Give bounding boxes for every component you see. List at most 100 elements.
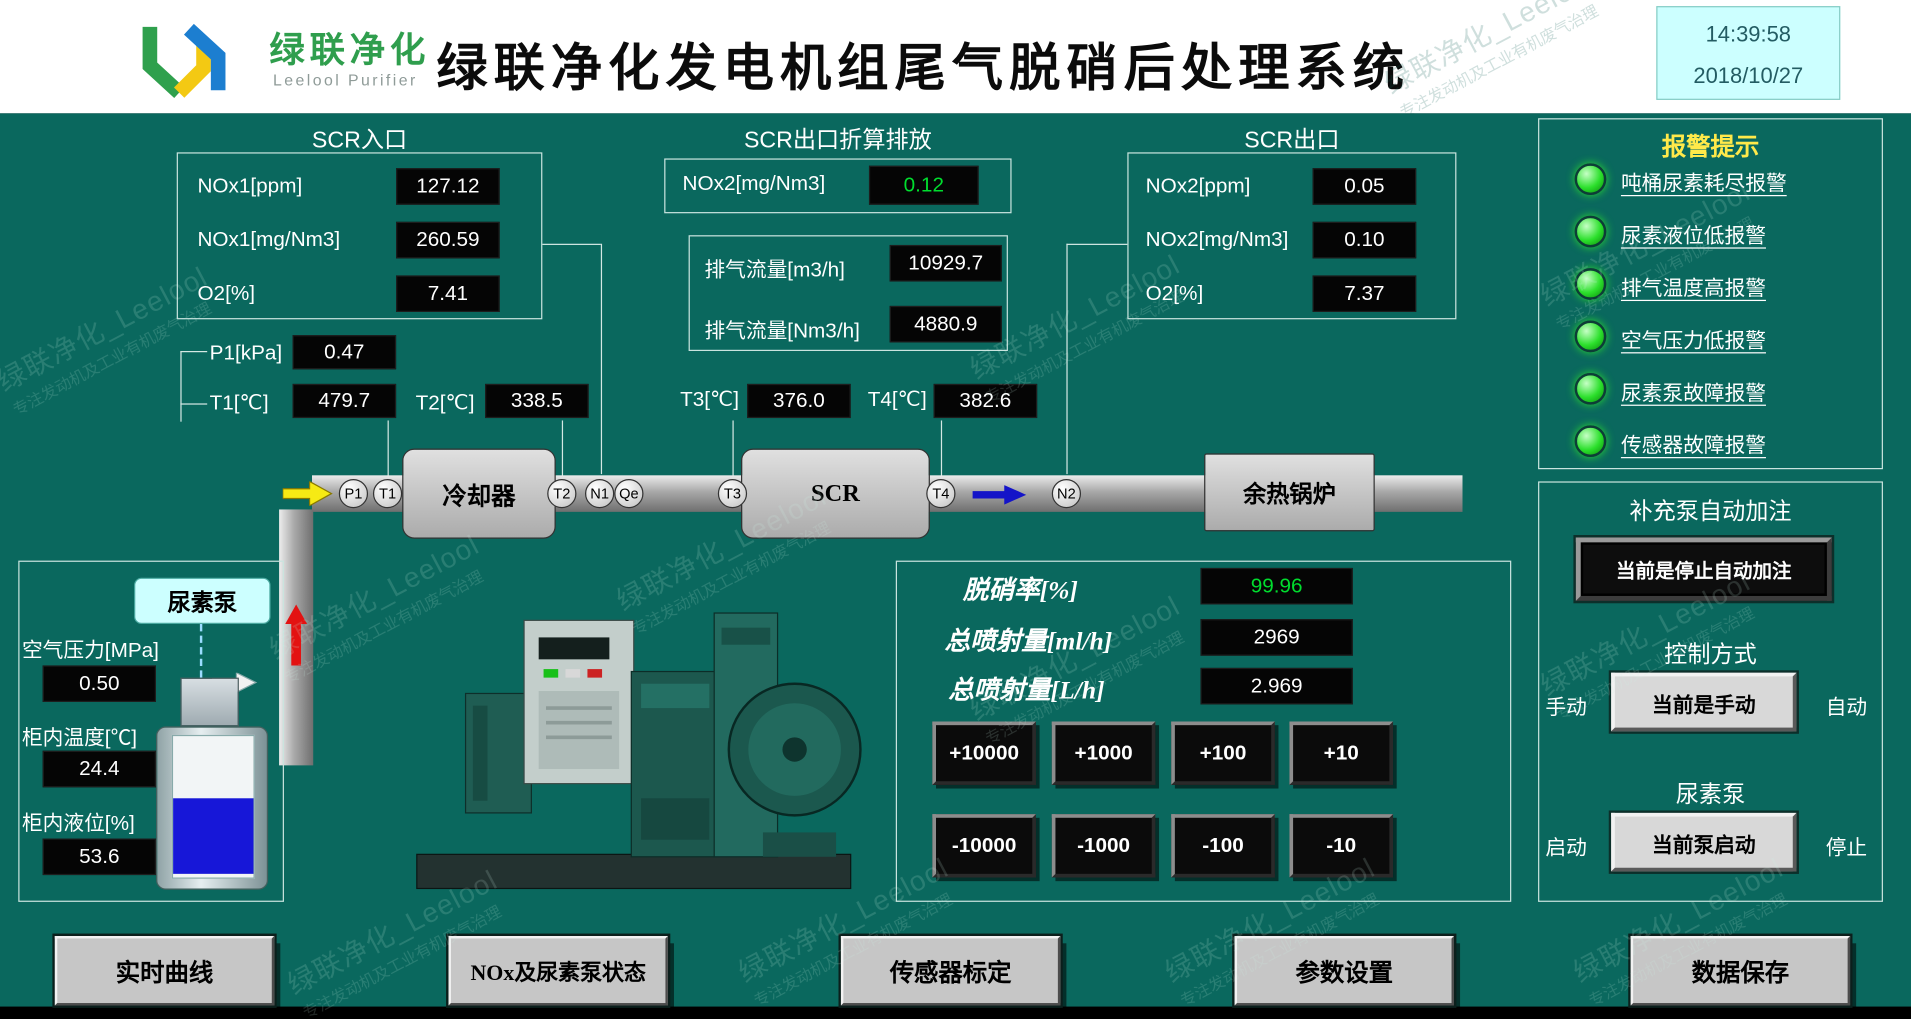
- sensor-tag-qe: Qe: [614, 478, 644, 509]
- nav-sensor-calibration-button[interactable]: 传感器标定: [840, 936, 1061, 1006]
- urea-pump-graphic: [180, 677, 239, 727]
- adjust-minus-10000-button[interactable]: -10000: [932, 814, 1036, 878]
- scr-outlet-row-value: 0.10: [1312, 221, 1417, 259]
- scr-inlet-title: SCR入口: [311, 127, 408, 154]
- adjust-minus-1000-button[interactable]: -1000: [1051, 814, 1156, 878]
- adjust-minus-100-button[interactable]: -100: [1171, 814, 1275, 878]
- mode-auto-label: 自动: [1825, 695, 1868, 720]
- scr-outlet-conv-nox-value: 0.12: [868, 165, 979, 205]
- t1-value: 479.7: [292, 383, 397, 419]
- scr-outlet-conv-nox-panel: [664, 158, 1012, 214]
- sensor-tag-t3: T3: [717, 478, 748, 509]
- adjust-plus-10-button[interactable]: +10: [1289, 721, 1394, 785]
- cooler-unit: 冷却器: [402, 448, 556, 539]
- scr-outlet-row-value: 0.05: [1312, 168, 1417, 205]
- scr-inlet-row-label: O2[%]: [197, 281, 256, 305]
- exhaust-flow-panel: [688, 235, 1008, 351]
- nav-data-save-button[interactable]: 数据保存: [1630, 936, 1851, 1006]
- injection-panel: [895, 560, 1512, 902]
- clock-panel: 14:39:58 2018/10/27: [1656, 6, 1841, 100]
- urea-tank-window: [171, 734, 255, 879]
- connector-line: [180, 351, 182, 422]
- scr-outlet-row-label: NOx2[mg/Nm3]: [1145, 227, 1289, 252]
- connector-line: [180, 351, 208, 353]
- alarm-item-exhaust-temp-high[interactable]: 排气温度高报警: [1620, 276, 1766, 300]
- connector-line: [561, 420, 564, 477]
- adjust-plus-10000-button[interactable]: +10000: [932, 721, 1036, 785]
- exhaust-flow-value: 10929.7: [889, 244, 1002, 282]
- adjust-plus-100-button[interactable]: +100: [1171, 721, 1275, 785]
- cooler-label: 冷却器: [442, 483, 516, 511]
- t3-value: 376.0: [747, 383, 851, 419]
- alarm-panel: [1538, 118, 1883, 470]
- clock-date: 2018/10/27: [1693, 63, 1804, 88]
- t2-value: 338.5: [485, 383, 589, 419]
- refill-toggle-button[interactable]: 当前是停止自动加注: [1575, 537, 1832, 601]
- denox-rate-value: 99.96: [1200, 567, 1353, 605]
- cabinet-level-value: 53.6: [42, 838, 156, 876]
- alarm-led-icon: [1574, 372, 1607, 405]
- t1-label: T1[℃]: [209, 391, 269, 415]
- scr-inlet-row-value: 127.12: [396, 168, 500, 205]
- scr-outlet-conv-nox-label: NOx2[mg/Nm3]: [682, 171, 826, 195]
- scr-outlet-row-value: 7.37: [1312, 275, 1417, 312]
- connector-line: [180, 403, 208, 405]
- sensor-tag-t4: T4: [926, 478, 956, 509]
- alarm-item-air-pressure-low[interactable]: 空气压力低报警: [1620, 329, 1766, 353]
- scr-outlet-panel: [1127, 152, 1457, 320]
- mode-toggle-button[interactable]: 当前是手动: [1611, 672, 1797, 732]
- injection-mlh-value: 2969: [1200, 619, 1353, 656]
- sensor-tag-n2: N2: [1051, 478, 1082, 509]
- cabinet-temp-label: 柜内温度[℃]: [21, 726, 138, 750]
- injection-lh-value: 2.969: [1200, 667, 1353, 705]
- clock-time: 14:39:58: [1705, 21, 1791, 47]
- alarm-led-icon: [1574, 215, 1607, 248]
- alarm-led-icon: [1574, 320, 1607, 353]
- pump-toggle-button[interactable]: 当前泵启动: [1611, 812, 1797, 872]
- control-mode-title: 控制方式: [1664, 642, 1757, 668]
- adjust-minus-10-button[interactable]: -10: [1289, 814, 1394, 878]
- alarm-item-urea-low[interactable]: 尿素液位低报警: [1620, 224, 1766, 248]
- connector-line: [542, 243, 601, 245]
- flow-arrow-blue-icon: [972, 485, 1027, 505]
- scr-inlet-row-label: NOx1[ppm]: [197, 174, 303, 198]
- scr-outlet-title: SCR出口: [1244, 127, 1340, 154]
- brand-name: 绿联净化: [269, 31, 431, 71]
- scr-inlet-row-label: NOx1[mg/Nm3]: [197, 227, 341, 252]
- urea-station-panel: [18, 560, 284, 902]
- t3-label: T3[℃]: [680, 387, 740, 411]
- boiler-label: 余热锅炉: [1243, 482, 1336, 508]
- injection-mlh-label: 总喷射量[ml/h]: [944, 626, 1113, 656]
- alarm-panel-title: 报警提示: [1661, 134, 1760, 161]
- sensor-tag-n1: N1: [585, 478, 615, 509]
- alarm-led-icon: [1574, 163, 1607, 195]
- t4-value: 382.6: [933, 383, 1038, 419]
- exhaust-flow-label: 排气流量[Nm3/h]: [704, 319, 860, 343]
- alarm-item-sensor-fault[interactable]: 传感器故障报警: [1620, 433, 1766, 458]
- nav-nox-pump-status-button[interactable]: NOx及尿素泵状态: [448, 936, 668, 1006]
- t2-label: T2[℃]: [415, 391, 475, 415]
- denox-rate-label: 脱硝率[%]: [962, 575, 1078, 605]
- brand-subtitle: Leelool Purifier: [273, 70, 418, 89]
- exhaust-flow-label: 排气流量[m3/h]: [704, 258, 845, 282]
- connector-line: [732, 420, 734, 477]
- injection-lh-label: 总喷射量[L/h]: [948, 675, 1105, 705]
- alarm-item-pump-fault[interactable]: 尿素泵故障报警: [1620, 381, 1766, 405]
- sensor-tag-t1: T1: [372, 478, 403, 509]
- pump-start-label: 启动: [1545, 836, 1587, 860]
- urea-tank-graphic: [156, 726, 269, 890]
- alarm-led-icon: [1574, 425, 1607, 458]
- alarm-item-urea-empty[interactable]: 吨桶尿素耗尽报警: [1620, 171, 1787, 195]
- adjust-plus-1000-button[interactable]: +1000: [1051, 721, 1156, 785]
- t4-label: T4[℃]: [867, 387, 927, 411]
- flow-arrow-yellow-icon: [282, 481, 333, 506]
- nav-parameter-settings-button[interactable]: 参数设置: [1234, 936, 1454, 1006]
- connector-line: [1066, 243, 1068, 475]
- nav-realtime-curves-button[interactable]: 实时曲线: [54, 936, 275, 1006]
- sensor-tag-t2: T2: [547, 478, 577, 509]
- connector-line: [387, 420, 389, 477]
- scr-inlet-panel: [176, 152, 543, 320]
- pump-link-line: [199, 624, 203, 678]
- connector-line: [600, 243, 603, 475]
